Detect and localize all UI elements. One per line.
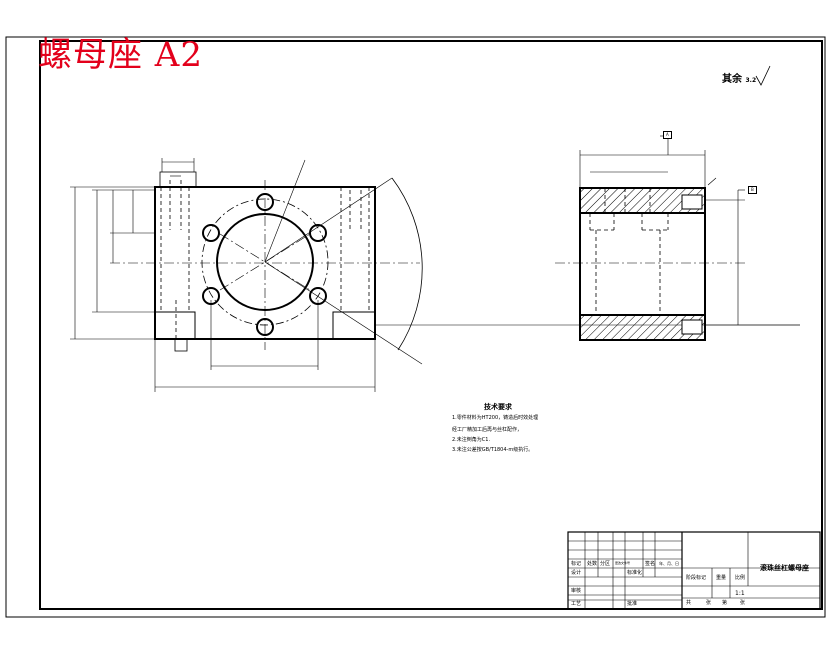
roughness-symbol — [755, 65, 771, 86]
datum-box-a: A — [663, 131, 672, 139]
left-slot — [154, 311, 196, 340]
tb-cell-approve: 批准 — [627, 601, 638, 607]
bolt-hole-upper-right — [309, 224, 327, 242]
center-lines-front — [110, 180, 420, 350]
angle-leader-1 — [264, 159, 306, 263]
roughness-note: 其余 3.2 — [722, 70, 756, 85]
tb-cell-process: 工艺 — [571, 601, 582, 607]
outer-border — [5, 36, 826, 618]
drawing-title: 螺母座 A2 — [38, 35, 203, 75]
technical-note-3: 2.未注倒角为C1. — [452, 437, 491, 443]
hidden-lines-left — [160, 180, 190, 340]
side-view — [555, 133, 745, 341]
title-block-grid — [567, 531, 821, 610]
hidden-lines-side — [589, 188, 669, 315]
front-view — [70, 158, 423, 392]
roughness-value: 3.2 — [745, 77, 757, 84]
tb-cell-sheet: 张 — [740, 600, 746, 606]
tb-cell-design: 设计 — [571, 570, 582, 576]
datum-box-b: B — [748, 186, 757, 194]
angle-leader-2 — [264, 261, 423, 365]
angle-leader-3 — [264, 177, 393, 263]
side-dimensions — [579, 133, 745, 325]
tb-cell-sheets: 张 — [706, 600, 712, 606]
tb-cell-count: 处数 — [587, 561, 598, 567]
technical-note-2: 经工厂精加工后再与丝杠配作， — [452, 427, 523, 433]
tb-cell-stage: 阶段标记 — [686, 575, 707, 581]
tb-cell-date: 年、月、日 — [659, 561, 679, 566]
tb-cell-zone: 分区 — [600, 561, 611, 567]
technical-note-1: 1.零件材料为HT200，铸造后时效处理 — [452, 415, 539, 421]
bolt-hole-upper-left — [202, 224, 220, 242]
bottom-slot-mark — [174, 338, 188, 352]
tb-cell-change-doc: 更改文件号 — [615, 561, 631, 565]
technical-requirements-heading: 技术要求 — [484, 403, 512, 411]
tb-cell-total: 共 — [686, 600, 692, 606]
top-slot-mark — [159, 171, 197, 188]
angle-arc — [391, 177, 423, 351]
front-dimensions — [70, 186, 376, 392]
tb-cell-scale: 比例 — [735, 575, 746, 581]
top-hole-section — [681, 194, 703, 210]
roughness-note-text: 其余 — [722, 74, 742, 85]
tb-cell-signature: 签名 — [645, 561, 656, 567]
side-body — [579, 187, 706, 341]
tb-cell-mark: 标记 — [571, 561, 582, 567]
tb-cell-weight: 重量 — [716, 575, 727, 581]
dimension-tick-marks — [161, 158, 195, 177]
right-slot — [332, 311, 376, 340]
technical-note-4: 3.未注公差按GB/T1804-m级执行。 — [452, 447, 534, 453]
tb-cell-number: 第 — [722, 600, 728, 606]
bottom-hole-section — [681, 319, 703, 335]
part-name: 滚珠丝杠螺母座 — [760, 564, 809, 572]
inner-frame — [39, 40, 823, 610]
hidden-lines-right — [340, 187, 370, 312]
tb-cell-review: 审核 — [571, 588, 582, 594]
tb-cell-standard: 标准化 — [627, 570, 643, 576]
scale-value: 1:1 — [735, 590, 745, 597]
